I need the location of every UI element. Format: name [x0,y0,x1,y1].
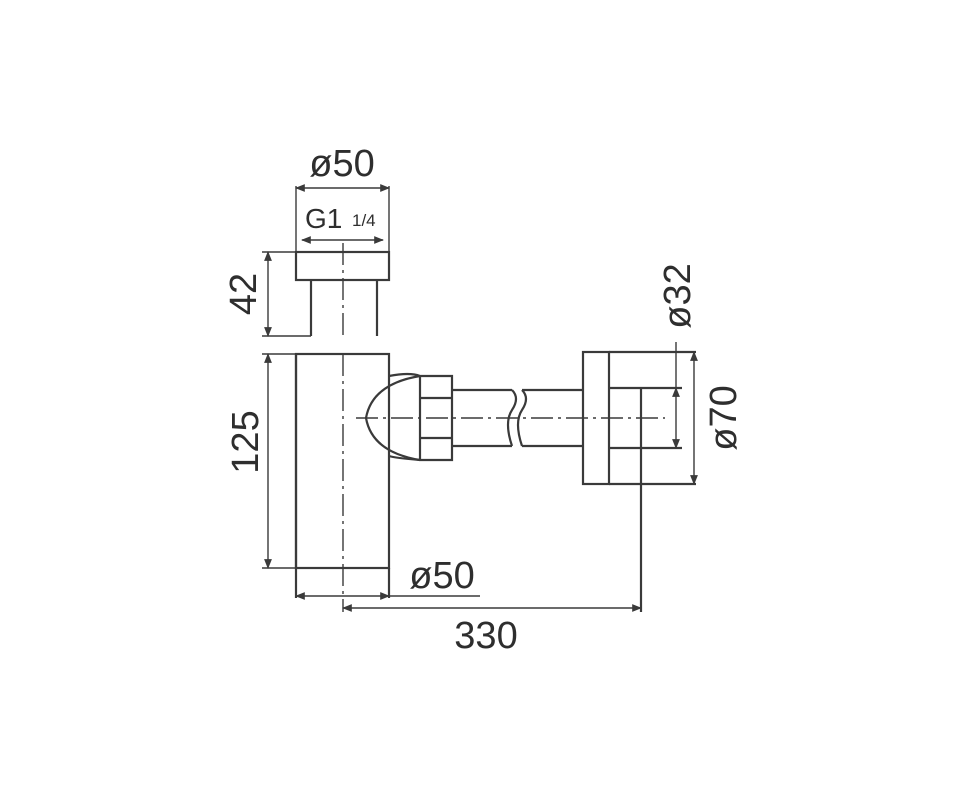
dimension-bottom-diameter: ø50 [295,555,480,600]
elbow-curve-bottom [364,417,421,462]
top-height-label: 42 [223,273,265,315]
dimension-flange-diameter: ø70 [690,351,745,485]
dimension-horizontal-length: 330 [342,604,642,657]
dimension-thread: G1 1/4 [301,203,384,244]
break-line-right [516,389,528,447]
thread-fraction-label: 1/4 [352,211,376,230]
flange-diameter-label: ø70 [703,385,745,450]
flange-plate [581,350,611,486]
body-height-label: 125 [225,410,267,473]
dimension-outlet-diameter: ø32 [657,263,699,449]
dimension-body-height: 125 [225,353,296,569]
dimension-top-height: 42 [223,251,311,337]
top-fitting [294,243,391,336]
top-diameter-label: ø50 [309,143,374,185]
outlet-pipe [356,372,665,462]
bottom-diameter-label: ø50 [409,555,474,597]
outlet-diameter-label: ø32 [657,263,699,328]
wall-flange [581,350,696,612]
elbow-outline [388,372,454,462]
break-line-left [506,389,518,447]
thread-label: G1 [305,203,342,234]
elbow-curve-top [364,374,421,419]
dimension-top-diameter: ø50 [295,143,390,252]
horizontal-length-label: 330 [454,615,517,657]
trap-body [294,352,391,612]
